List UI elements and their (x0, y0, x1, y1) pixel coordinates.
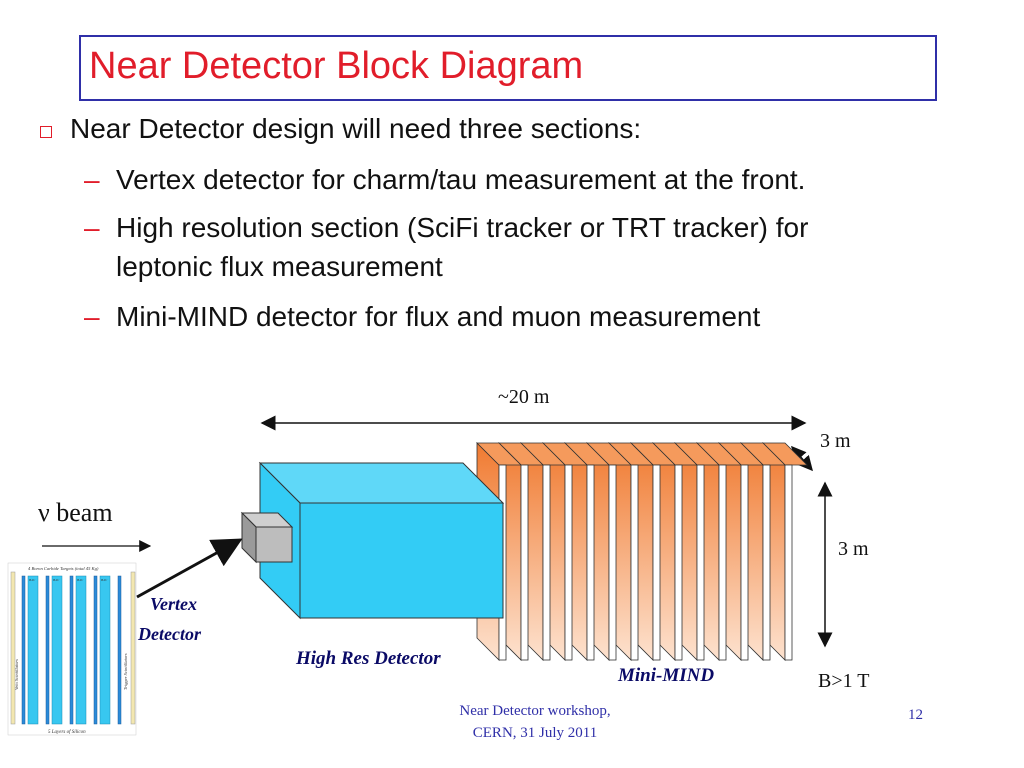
inset-bottom-caption: 5 Layers of Silicon (48, 730, 86, 735)
vertex-label-1: Vertex (150, 594, 197, 614)
inset-right-caption: Trigger Scintillators (123, 653, 128, 690)
bullet-list: Near Detector design will need three sec… (0, 0, 1024, 360)
vertex-label-2: Detector (138, 624, 201, 644)
inset-silicon-layer (21, 575, 26, 725)
inset-silicon-layer (45, 575, 50, 725)
bullet-main: Near Detector design will need three sec… (70, 113, 642, 144)
dash-icon: – (84, 301, 100, 332)
inset-target-label: B4C (53, 578, 60, 582)
beam-label: ν beam (38, 498, 113, 527)
width-label: 3 m (820, 430, 851, 452)
high-res-detector-box (258, 461, 505, 620)
vertex-detector-cube (240, 511, 294, 564)
inset-target-label: B4C (77, 578, 84, 582)
square-bullet-icon (40, 126, 52, 138)
inset-silicon-layer (93, 575, 98, 725)
inset-left-caption: Veto Scintillators (14, 659, 19, 690)
inset-trigger-bar (130, 571, 136, 725)
inset-target-label: B4C (101, 578, 108, 582)
footer-line-1: Near Detector workshop, (459, 703, 611, 719)
inset-target-block (51, 575, 63, 725)
inset-target-block (27, 575, 39, 725)
mini-mind-stack (476, 442, 808, 661)
bullet-highres-1: High resolution section (SciFi tracker o… (116, 212, 809, 243)
length-label: ~20 m (498, 386, 550, 408)
bullet-highres-2: leptonic flux measurement (116, 251, 443, 282)
mini-mind-label: Mini-MIND (618, 665, 715, 686)
page-number: 12 (908, 707, 923, 723)
title-box: Near Detector Block Diagram (79, 35, 937, 101)
bullet-minimind: Mini-MIND detector for flux and muon mea… (116, 301, 761, 332)
high-res-label: High Res Detector (296, 648, 441, 669)
inset-target-block (75, 575, 87, 725)
inset-top-caption: 4 Boron Carbide Targets (total 45 Kg) (28, 566, 99, 571)
width-arrow (791, 445, 813, 472)
page-title: Near Detector Block Diagram (89, 45, 584, 87)
inset-target-label: B4C (29, 578, 36, 582)
vertex-pointer-arrow (136, 538, 243, 599)
inset-silicon-layer (117, 575, 122, 725)
dash-icon: – (84, 212, 100, 243)
bullet-vertex: Vertex detector for charm/tau measuremen… (116, 164, 806, 195)
footer-line-2: CERN, 31 July 2011 (472, 725, 598, 741)
dash-icon: – (84, 164, 100, 195)
footer: Near Detector workshop, CERN, 31 July 20… (420, 700, 650, 744)
height-label: 3 m (838, 538, 869, 560)
vertex-inset-schematic: 4 Boron Carbide Targets (total 45 Kg) 5 L… (7, 562, 137, 736)
inset-silicon-layer (69, 575, 74, 725)
inset-veto-bar (10, 571, 16, 725)
field-label: B>1 T (818, 670, 870, 692)
inset-target-block (99, 575, 111, 725)
